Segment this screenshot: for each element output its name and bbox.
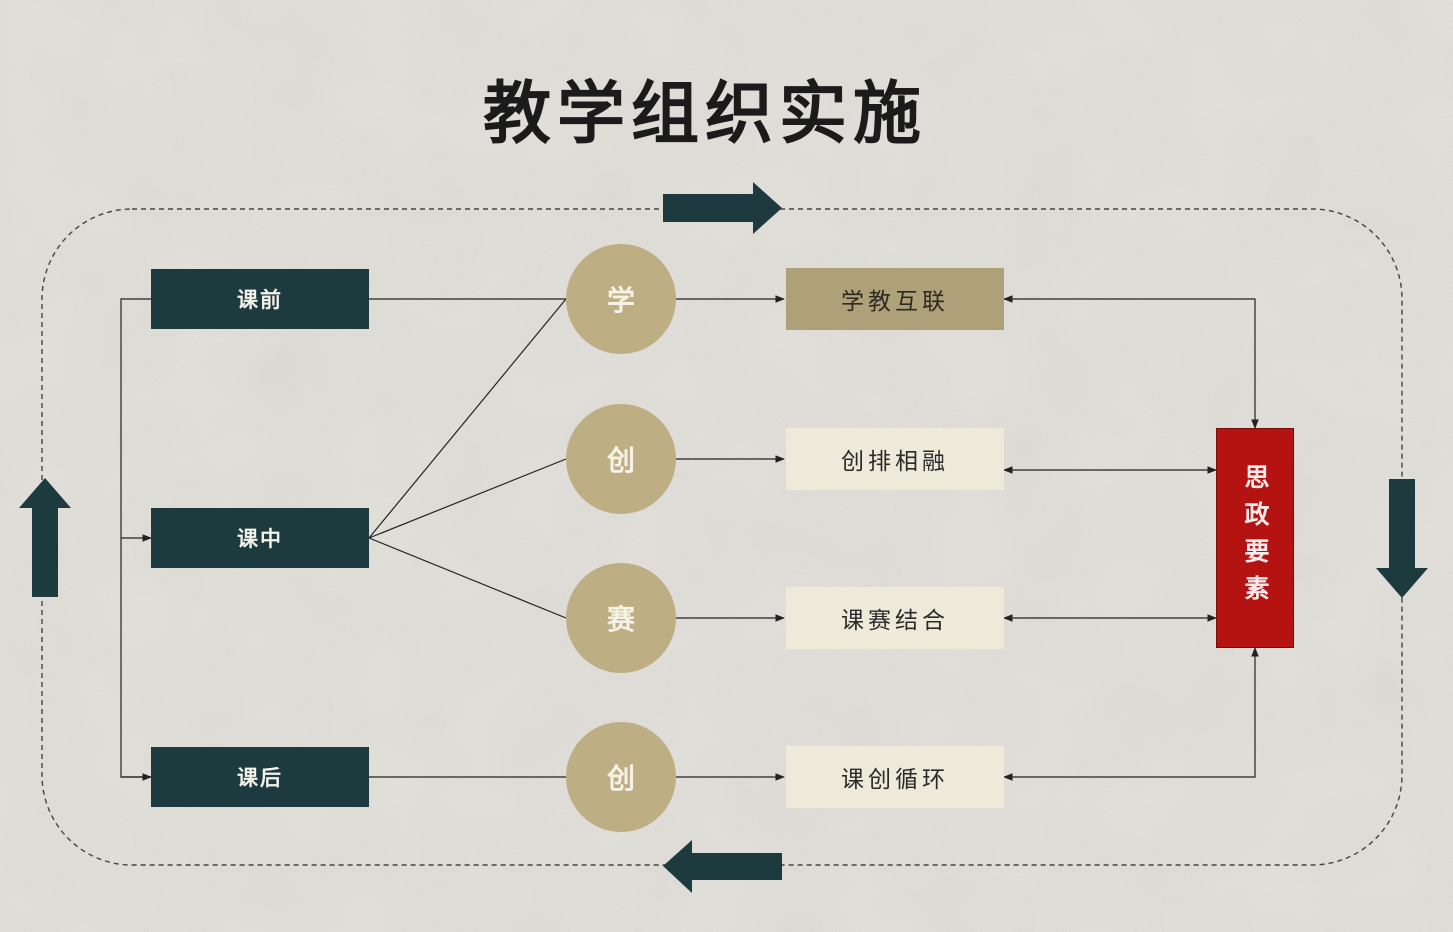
circle-learn: 学 [566,244,676,354]
outcome-box-2: 创排相融 [786,428,1004,490]
outcome-label: 课创循环 [841,767,949,793]
page-title: 教学组织实施 [482,74,927,154]
core-element-box: 思政要素 [1216,428,1294,648]
stage-pre-class: 课前 [151,269,369,329]
circle-label: 创 [606,762,635,795]
outcome-label: 创排相融 [841,449,949,475]
outcome-box-4: 课创循环 [786,746,1004,808]
stage-label: 课前 [237,287,283,312]
circle-compete: 赛 [566,563,676,673]
outcome-box-3: 课赛结合 [786,587,1004,649]
core-element-label: 思政要素 [1241,464,1270,612]
circle-create-2: 创 [566,722,676,832]
stage-label: 课后 [237,765,283,790]
outcome-box-1: 学教互联 [786,268,1004,330]
stage-in-class: 课中 [151,508,369,568]
circle-label: 学 [606,284,635,317]
outcome-label: 学教互联 [841,289,949,315]
stage-label: 课中 [237,526,283,551]
circle-create: 创 [566,404,676,514]
circle-label: 创 [606,444,635,477]
circle-label: 赛 [606,603,635,636]
outcome-label: 课赛结合 [841,608,949,634]
stage-after-class: 课后 [151,747,369,807]
